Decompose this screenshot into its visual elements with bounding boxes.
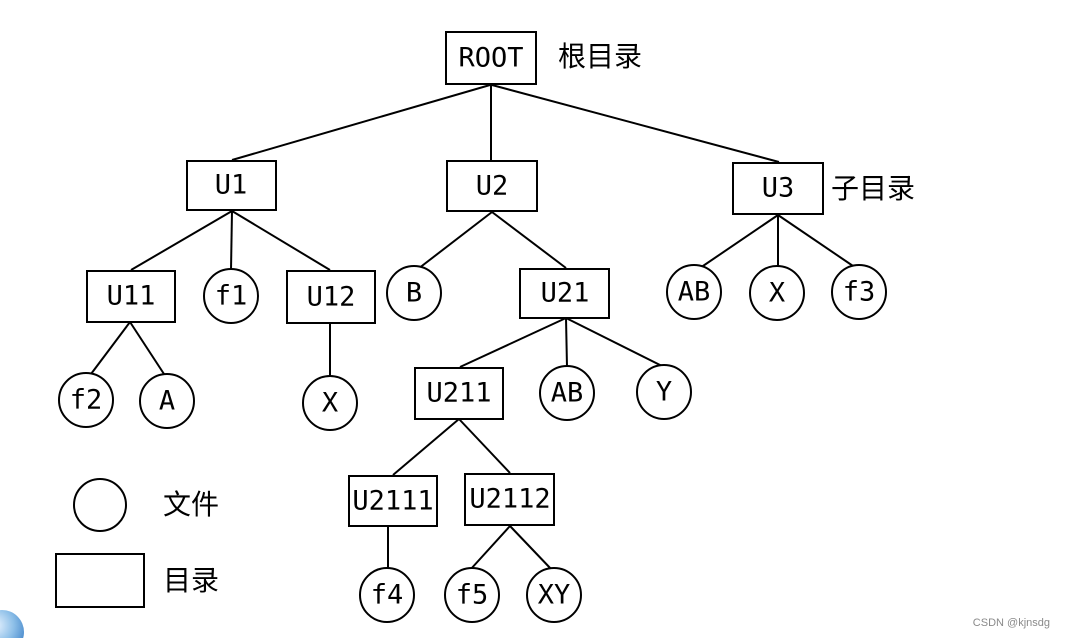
edge-u211-u2112: [458, 418, 511, 474]
edge-u11-f2: [90, 321, 131, 375]
edge-u11-a: [129, 321, 165, 375]
directory-node-u21: U21: [519, 268, 610, 319]
legend-file-label: 文件: [163, 488, 219, 521]
tree-edges: [90, 84, 857, 571]
edge-u2-b: [413, 211, 493, 273]
node-label: f2: [70, 385, 103, 416]
node-label: U3: [762, 173, 795, 204]
node-label: B: [406, 278, 422, 309]
file-node-f3: f3: [831, 264, 887, 320]
edge-u1-u12: [231, 210, 331, 271]
node-label: AB: [551, 378, 584, 409]
edge-root-u3: [491, 84, 780, 163]
file-node-x-u12: X: [302, 375, 358, 431]
file-node-f5: f5: [444, 567, 500, 623]
edge-u2112-f5: [469, 525, 511, 571]
node-label: f1: [215, 281, 248, 312]
node-label: U1: [215, 170, 248, 201]
legend-directory-rect-icon: [55, 553, 145, 608]
node-label: Y: [656, 377, 672, 408]
edge-u1-f1: [230, 210, 233, 271]
edge-u211-u2111: [392, 418, 460, 476]
file-node-f2: f2: [58, 372, 114, 428]
node-label: X: [322, 388, 338, 419]
file-node-x-u3: X: [749, 265, 805, 321]
edge-u2-u21: [491, 211, 567, 269]
node-label: A: [159, 386, 175, 417]
directory-node-u2: U2: [446, 160, 538, 212]
node-label: U2111: [352, 486, 433, 517]
node-label: U2112: [469, 484, 550, 515]
directory-node-u2111: U2111: [348, 475, 438, 527]
file-node-ab-u21: AB: [539, 365, 595, 421]
edge-root-u1: [231, 84, 491, 161]
legend-directory-item: 目录: [55, 553, 219, 608]
node-label: ROOT: [458, 43, 523, 74]
directory-node-u12: U12: [286, 270, 376, 324]
node-label: U2: [476, 171, 509, 202]
directory-node-u3: U3: [732, 162, 824, 215]
node-label: AB: [678, 277, 711, 308]
directory-node-u211: U211: [414, 367, 504, 420]
file-node-y: Y: [636, 364, 692, 420]
directory-node-u2112: U2112: [464, 473, 555, 526]
node-label: U12: [307, 282, 356, 313]
node-label: U11: [107, 281, 156, 312]
edge-u2112-xy: [509, 525, 553, 571]
file-node-b: B: [386, 265, 442, 321]
node-label: U211: [426, 378, 491, 409]
watermark: CSDN @kjnsdg: [973, 617, 1050, 629]
corner-orb-decoration: [0, 610, 24, 638]
legend-file-item: 文件: [73, 478, 219, 532]
node-label: XY: [538, 580, 571, 611]
edge-u1-u11: [130, 210, 233, 271]
edge-u21-ab: [565, 317, 568, 368]
legend: 文件 目录: [55, 478, 219, 608]
file-node-f1: f1: [203, 268, 259, 324]
file-node-ab-u3: AB: [666, 264, 722, 320]
legend-directory-label: 目录: [163, 564, 219, 597]
directory-node-u1: U1: [186, 160, 277, 211]
file-node-f4: f4: [359, 567, 415, 623]
node-label: f3: [843, 277, 876, 308]
edge-u3-ab: [699, 214, 779, 269]
node-label: f5: [456, 580, 489, 611]
root-directory-label: 根目录: [558, 40, 642, 73]
file-node-xy: XY: [526, 567, 582, 623]
file-node-a: A: [139, 373, 195, 429]
directory-node-root: ROOT: [445, 31, 537, 85]
directory-node-u11: U11: [86, 270, 176, 323]
node-label: U21: [541, 278, 590, 309]
legend-file-circle-icon: [73, 478, 127, 532]
sub-directory-label: 子目录: [831, 172, 915, 205]
edge-u3-f3: [777, 214, 857, 269]
edge-u21-u211: [459, 317, 567, 368]
edge-u21-y: [565, 317, 665, 368]
node-label: X: [769, 278, 785, 309]
node-label: f4: [371, 580, 404, 611]
